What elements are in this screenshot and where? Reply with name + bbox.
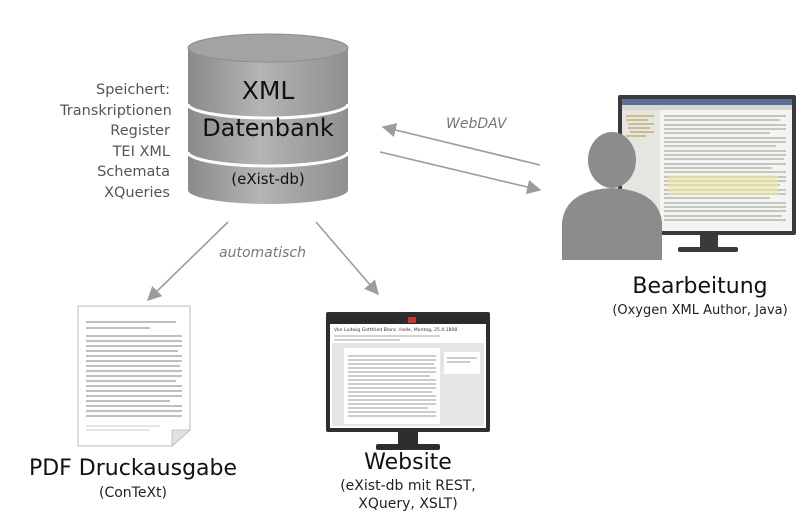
website-subtitle-line1: (eXist-db mit REST, bbox=[340, 478, 476, 494]
automatisch-label: automatisch bbox=[219, 245, 306, 261]
webdav-arrow-to-editor bbox=[379, 151, 542, 195]
webdav-arrow-to-db bbox=[381, 123, 541, 166]
webdav-label: WebDAV bbox=[446, 116, 507, 132]
storage-heading: Speichert: bbox=[96, 82, 170, 98]
database-label-exist: (eXist-db) bbox=[231, 170, 305, 188]
website-page-heading: Von Ludwig Gottfried Blanc. Halle, Monta… bbox=[334, 327, 457, 333]
storage-item: XQueries bbox=[104, 184, 170, 201]
website-monitor-icon bbox=[326, 312, 490, 450]
arrow-to-pdf bbox=[146, 221, 229, 302]
website-title: Website bbox=[364, 450, 452, 475]
arrow-to-website bbox=[315, 221, 379, 296]
database-label-xml: XML bbox=[241, 76, 295, 105]
editor-person-icon bbox=[562, 132, 662, 260]
pdf-subtitle: (ConTeXt) bbox=[98, 485, 167, 501]
database-label-datenbank: Datenbank bbox=[202, 114, 334, 142]
storage-list: Speichert: Transkriptionen Register TEI … bbox=[60, 80, 172, 203]
storage-item: Register bbox=[110, 123, 170, 139]
pdf-title: PDF Druckausgabe bbox=[28, 456, 238, 481]
editor-subtitle: (Oxygen XML Author, Java) bbox=[612, 303, 788, 318]
pdf-document-icon bbox=[77, 305, 192, 447]
editor-title: Bearbeitung bbox=[632, 274, 768, 299]
database-cylinder-icon bbox=[186, 33, 350, 204]
storage-item: Transkriptionen bbox=[60, 102, 172, 119]
storage-item: TEI XML Schemata bbox=[97, 143, 170, 181]
website-subtitle-line2: XQuery, XSLT) bbox=[358, 496, 458, 512]
